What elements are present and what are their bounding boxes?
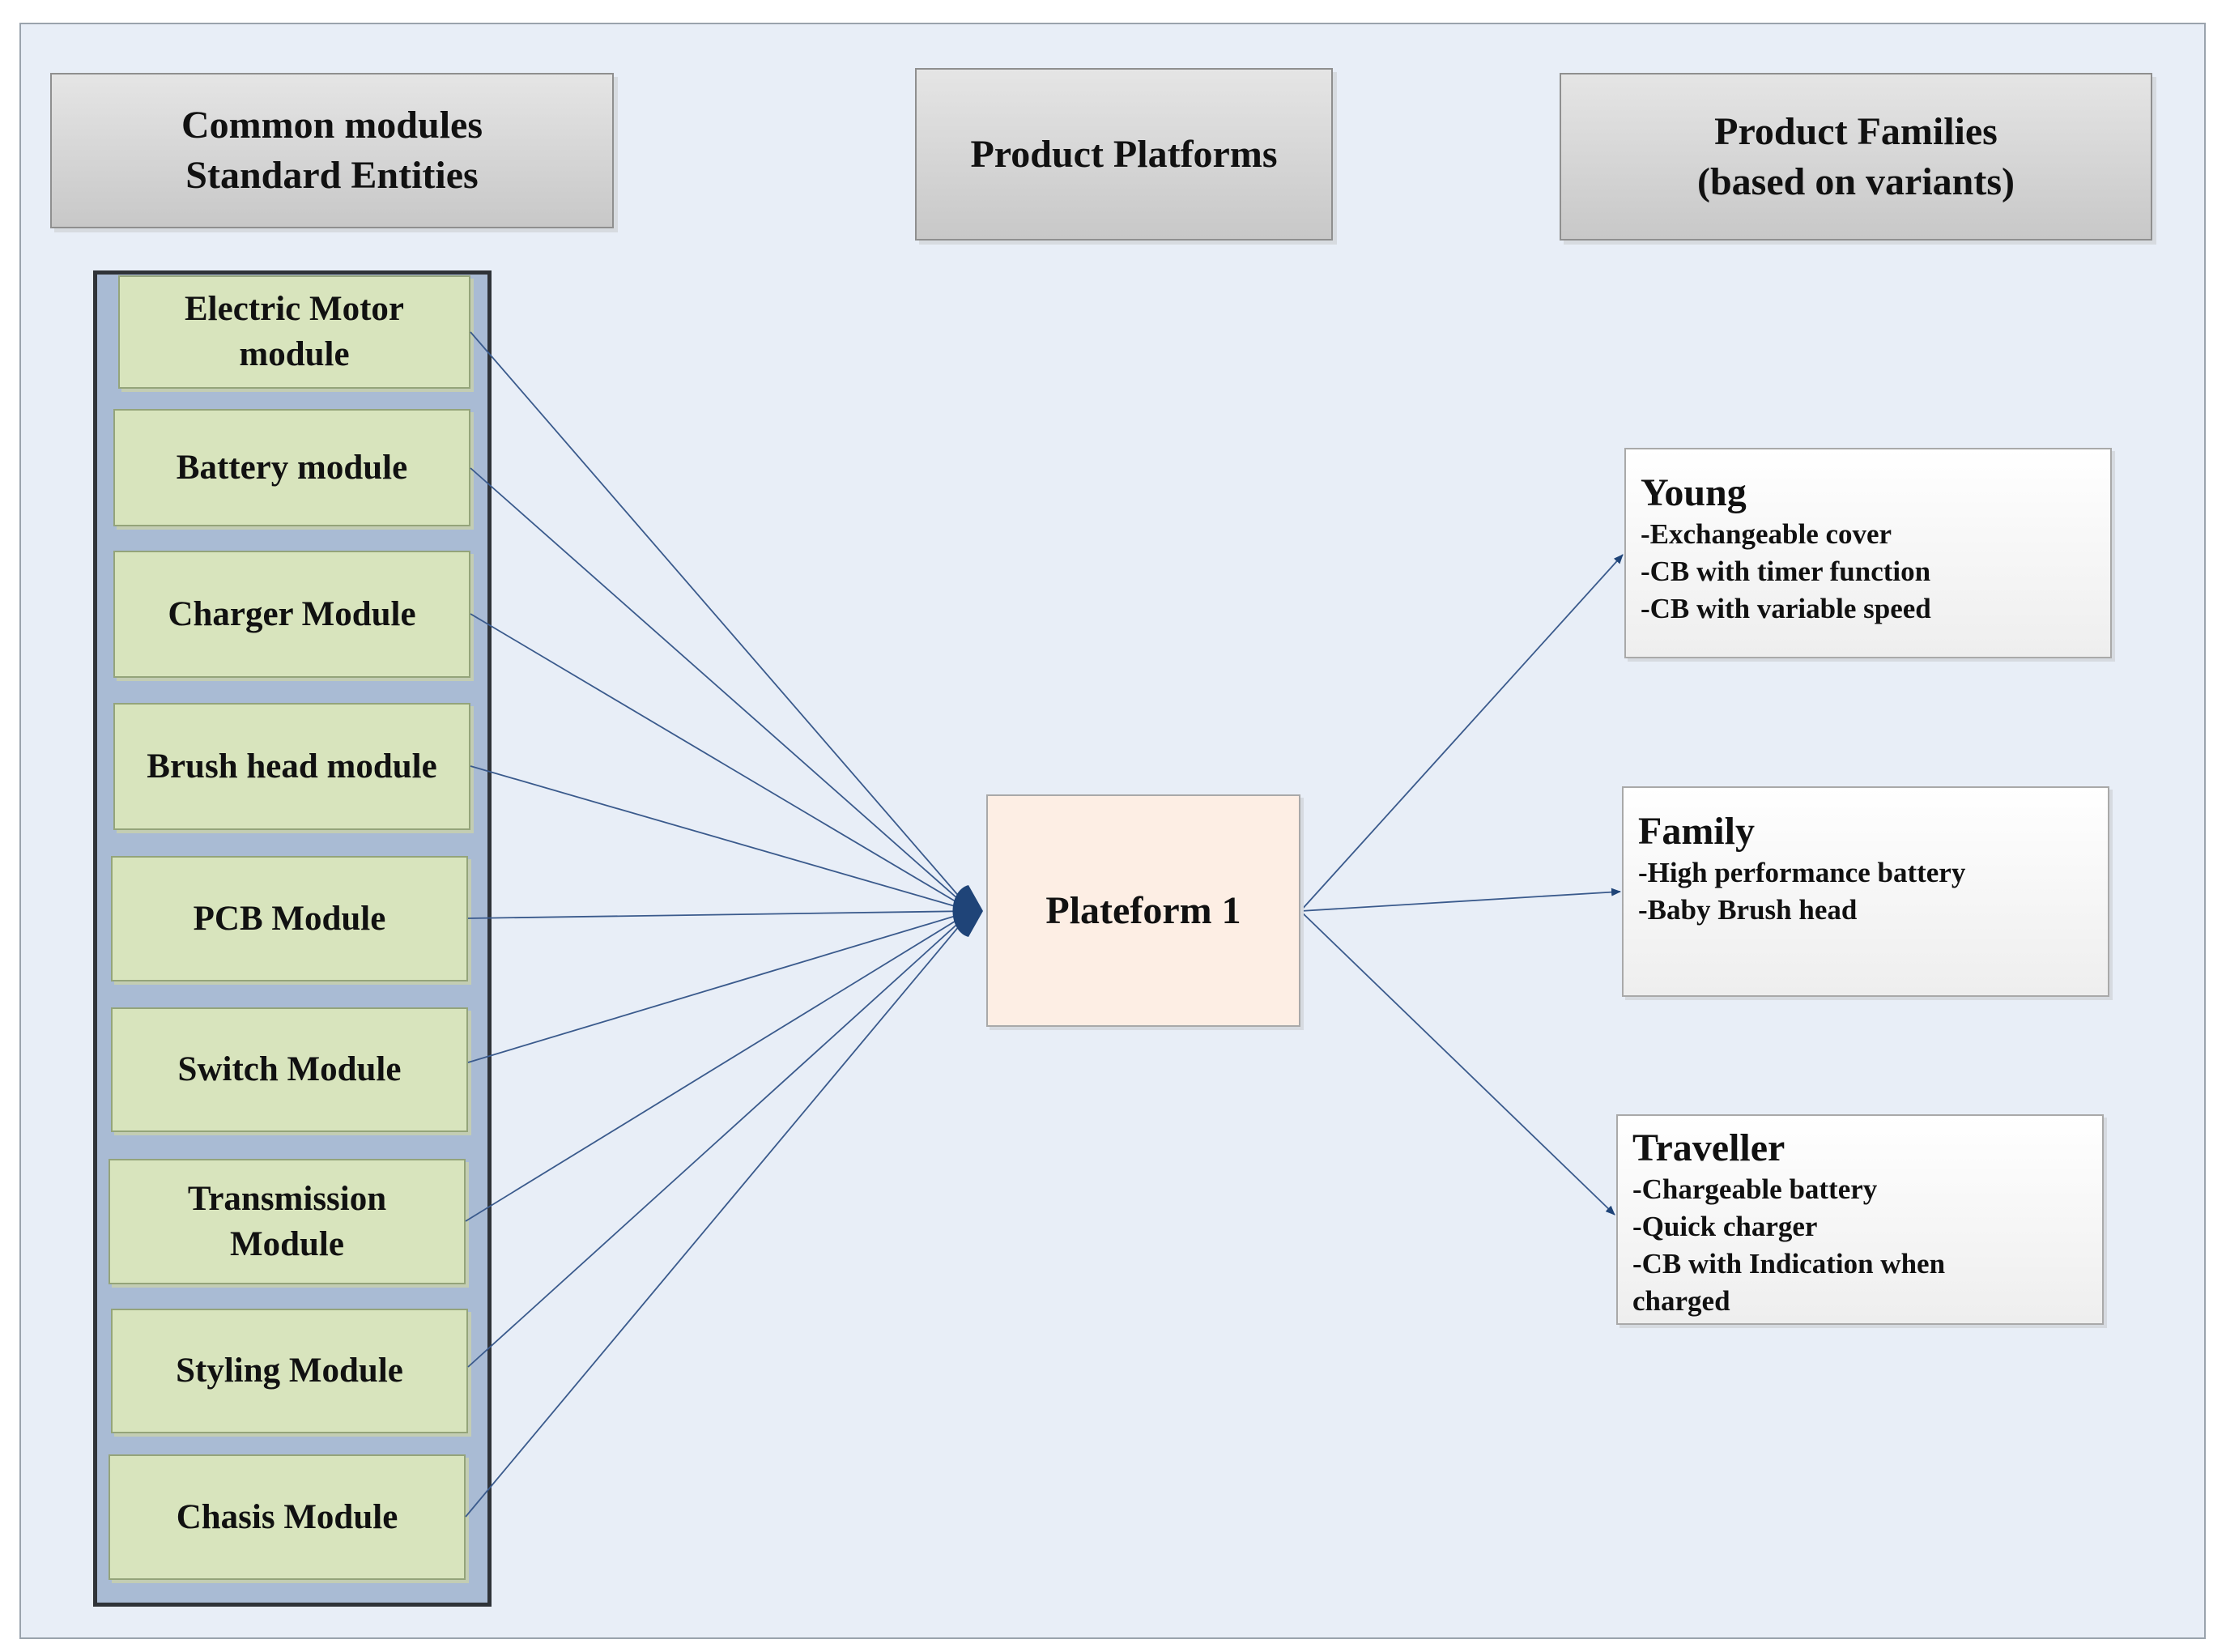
module-chasis-label: Chasis Module bbox=[176, 1497, 398, 1536]
link-charger-to-platform bbox=[470, 613, 973, 912]
module-styling-label: Styling Module bbox=[176, 1352, 403, 1390]
module-charger: Charger Module bbox=[113, 551, 470, 678]
family-traveller-line-2: -Quick charger bbox=[1632, 1211, 1818, 1242]
family-traveller-line-1: -Chargeable battery bbox=[1632, 1173, 1878, 1205]
header-product-families-line1: Product Families bbox=[1714, 109, 1998, 153]
family-traveller-line-3: -CB with Indication when bbox=[1632, 1248, 1946, 1279]
module-brush-head-label: Brush head module bbox=[147, 747, 437, 786]
module-switch: Switch Module bbox=[111, 1007, 468, 1132]
platform-label: Plateform 1 bbox=[1045, 889, 1241, 932]
module-battery-label: Battery module bbox=[176, 448, 408, 487]
header-product-platforms-label: Product Platforms bbox=[970, 132, 1278, 176]
link-electric-motor-to-platform bbox=[470, 331, 973, 912]
link-battery-to-platform bbox=[470, 467, 973, 912]
module-battery: Battery module bbox=[113, 409, 470, 526]
family-family-line-2: -Baby Brush head bbox=[1638, 894, 1858, 926]
header-common-modules-line2: Standard Entities bbox=[185, 154, 479, 197]
junction-marker bbox=[952, 885, 983, 937]
module-electric-motor-line2: module bbox=[239, 335, 350, 373]
header-product-platforms: Product Platforms bbox=[915, 68, 1333, 241]
module-transmission-line1: Transmission bbox=[187, 1179, 387, 1218]
header-common-modules-line1: Common modules bbox=[181, 104, 483, 147]
module-charger-label: Charger Module bbox=[168, 594, 416, 633]
module-switch-label: Switch Module bbox=[177, 1050, 402, 1088]
module-transmission-line2: Module bbox=[230, 1224, 344, 1263]
family-young-line-2: -CB with timer function bbox=[1641, 556, 1931, 587]
arrow-platform-to-young bbox=[1300, 554, 1624, 912]
link-chasis-to-platform bbox=[465, 910, 973, 1518]
module-chasis: Chasis Module bbox=[109, 1454, 466, 1580]
family-family-box: Family -High performance battery -Baby B… bbox=[1622, 786, 2109, 997]
module-electric-motor: Electric Motor module bbox=[118, 275, 470, 389]
module-pcb-label: PCB Module bbox=[193, 899, 386, 938]
module-brush-head: Brush head module bbox=[113, 703, 470, 830]
platform-box: Plateform 1 bbox=[986, 794, 1300, 1027]
arrow-platform-to-traveller bbox=[1300, 910, 1615, 1216]
header-product-families-line2: (based on variants) bbox=[1696, 160, 2015, 203]
header-product-families: Product Families (based on variants) bbox=[1560, 73, 2152, 241]
family-traveller-box: Traveller -Chargeable battery -Quick cha… bbox=[1616, 1114, 2104, 1325]
module-styling: Styling Module bbox=[111, 1309, 468, 1433]
family-family-title: Family bbox=[1638, 810, 1755, 853]
link-switch-to-platform bbox=[467, 910, 973, 1063]
module-electric-motor-line1: Electric Motor bbox=[185, 290, 404, 328]
family-traveller-title: Traveller bbox=[1632, 1126, 1785, 1169]
link-pcb-to-platform bbox=[467, 910, 973, 919]
family-young-title: Young bbox=[1641, 471, 1747, 514]
family-family-line-1: -High performance battery bbox=[1638, 857, 1966, 888]
link-styling-to-platform bbox=[467, 910, 973, 1368]
family-young-line-3: -CB with variable speed bbox=[1641, 593, 1931, 624]
arrow-platform-to-family bbox=[1300, 888, 1621, 912]
link-brush-head-to-platform bbox=[470, 765, 973, 912]
family-young-line-1: -Exchangeable cover bbox=[1641, 518, 1892, 550]
link-transmission-to-platform bbox=[465, 910, 973, 1222]
header-common-modules: Common modules Standard Entities bbox=[50, 73, 614, 228]
family-traveller-line-4: charged bbox=[1632, 1285, 1730, 1317]
family-young-box: Young -Exchangeable cover -CB with timer… bbox=[1624, 448, 2112, 658]
module-pcb: PCB Module bbox=[111, 856, 468, 981]
